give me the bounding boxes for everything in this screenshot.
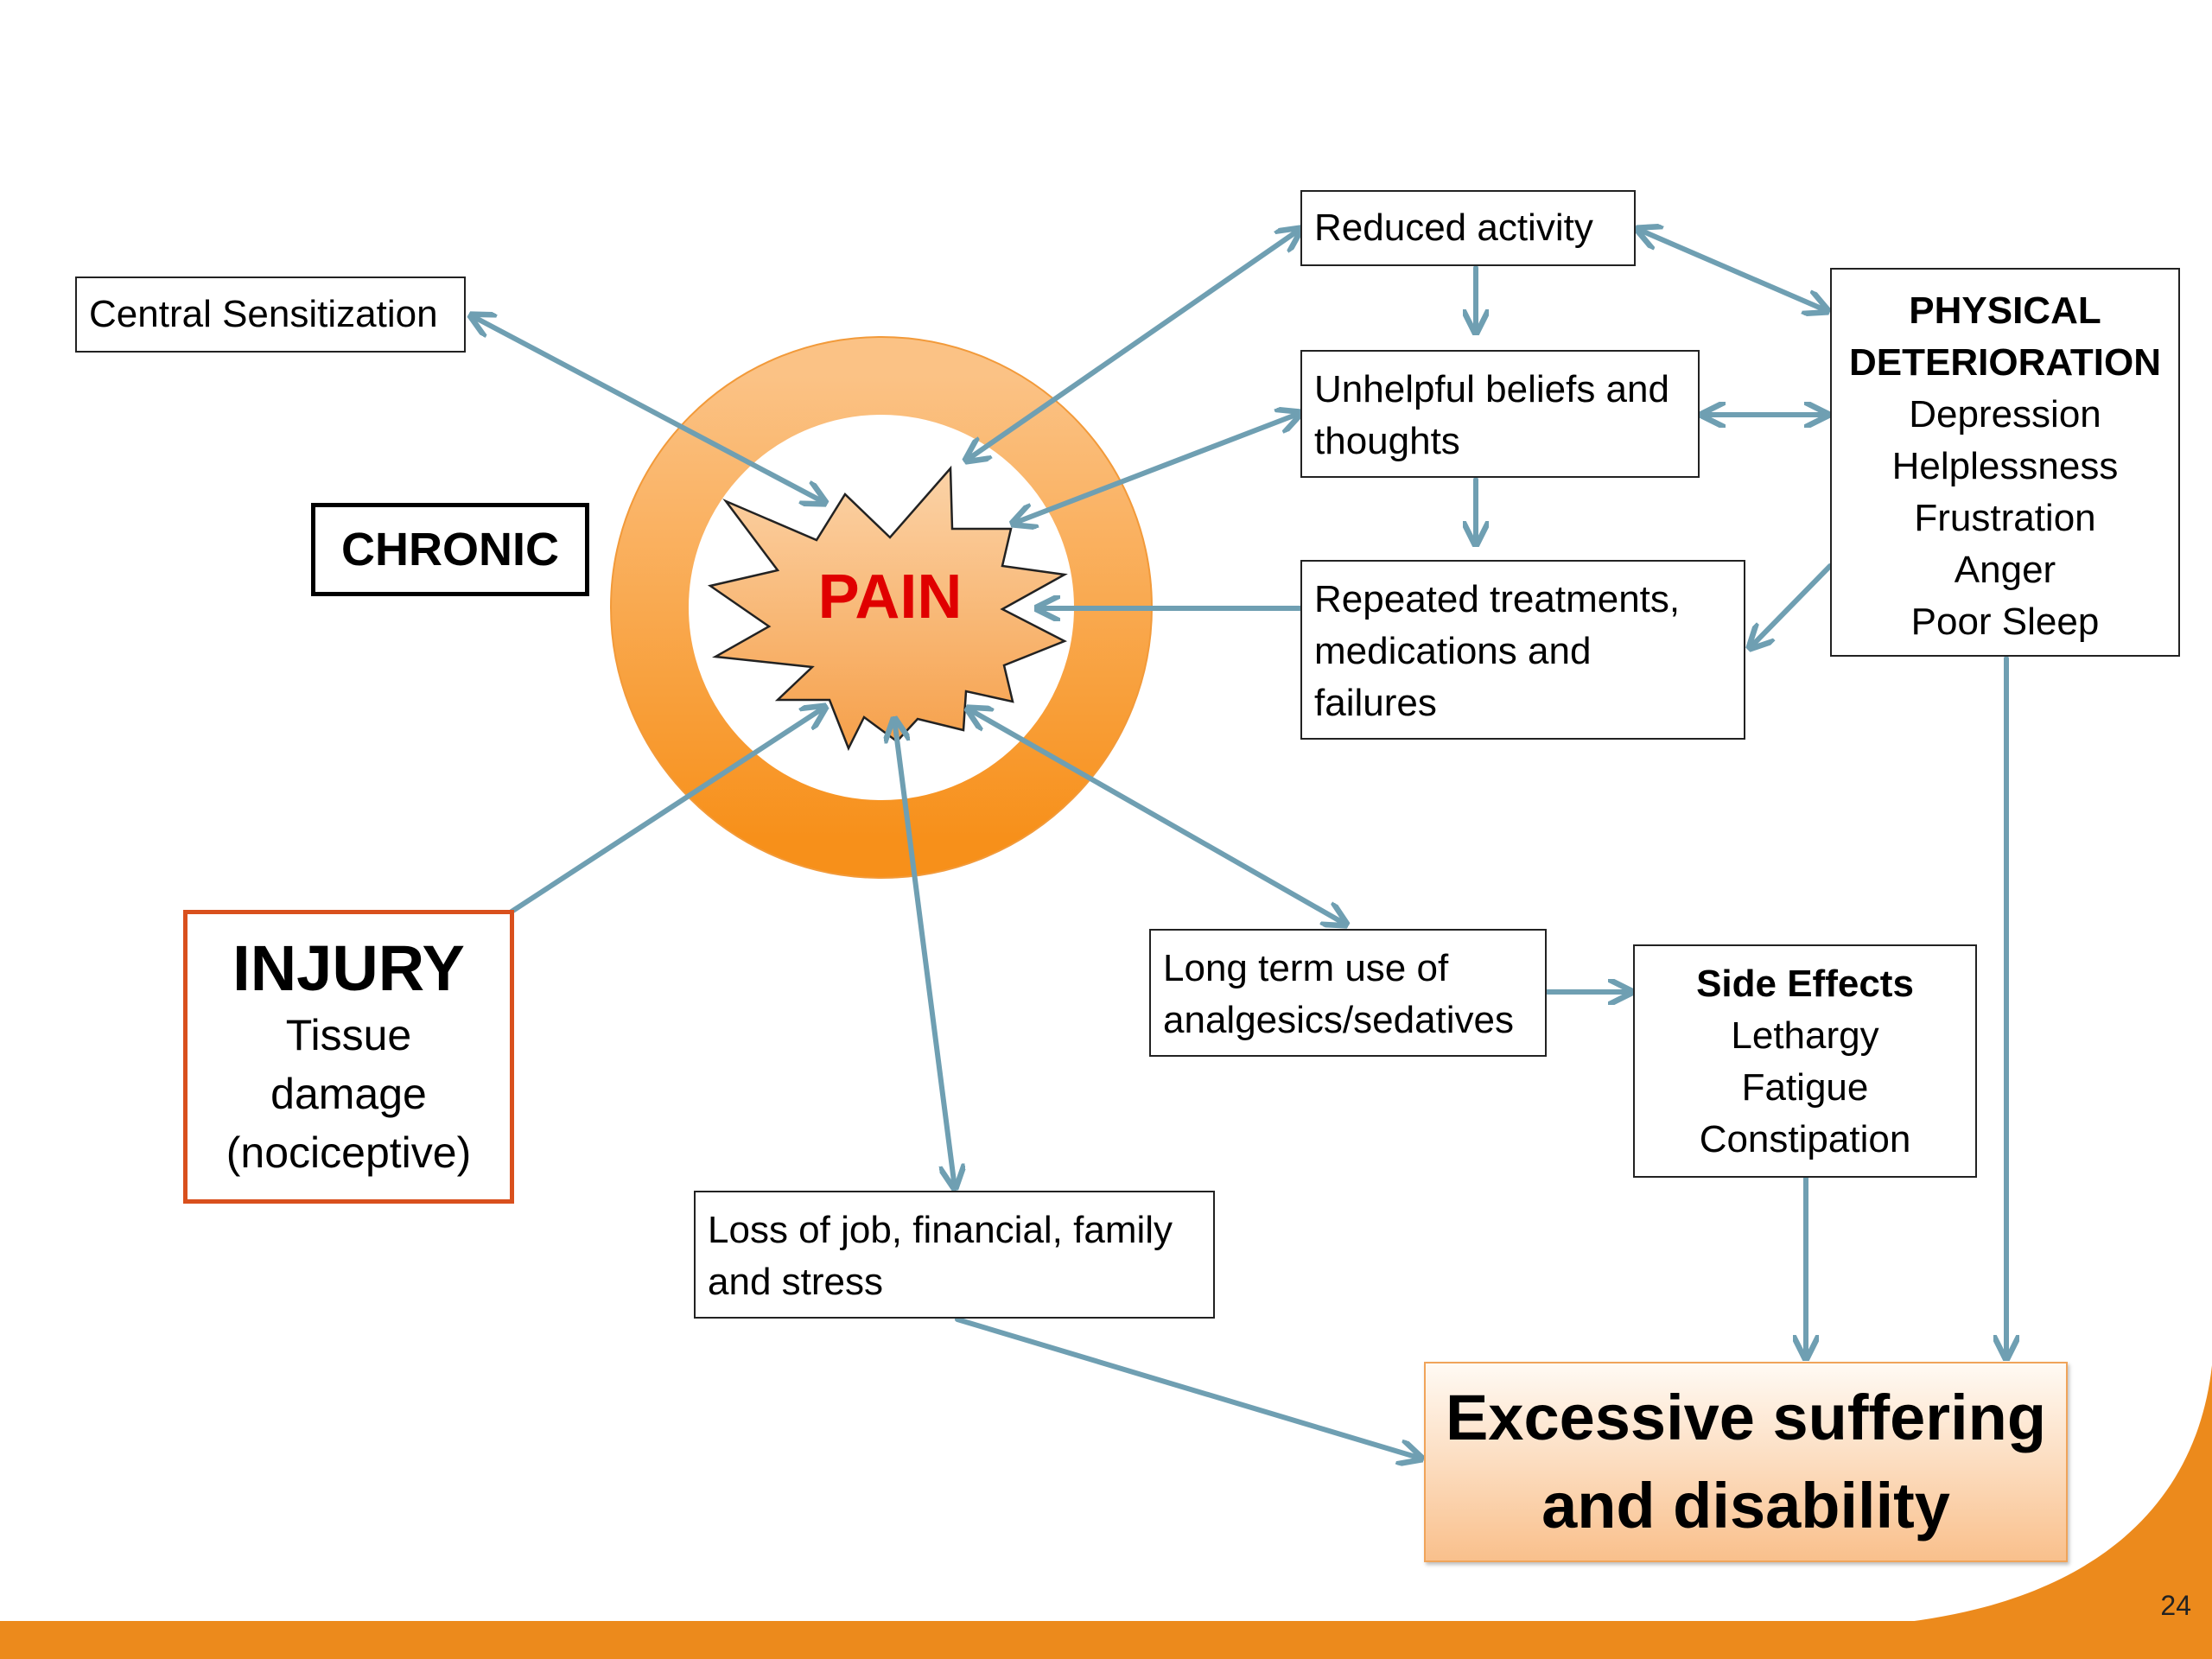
injury-line: Tissue <box>285 1011 412 1059</box>
physical-deterioration-title: PHYSICAL <box>1909 289 2101 332</box>
repeated-treatments-line: Repeated treatments, <box>1314 578 1681 620</box>
loss-of-job-box: Loss of job, financial, family and stres… <box>694 1191 1215 1319</box>
unhelpful-beliefs-box: Unhelpful beliefs and thoughts <box>1300 350 1700 478</box>
arrow-reduced-activity <box>966 229 1300 461</box>
arrow-reduced-physical <box>1637 229 1827 311</box>
chronic-label: CHRONIC <box>311 503 589 596</box>
unhelpful-beliefs-line: thoughts <box>1314 420 1460 462</box>
physical-deterioration-title: DETERIORATION <box>1849 341 2161 384</box>
physical-deterioration-item: Helplessness <box>1891 445 2119 487</box>
arrow-loss-of-job <box>894 719 955 1188</box>
pain-label: PAIN <box>817 563 963 632</box>
outcome-line: Excessive suffering <box>1445 1382 2047 1453</box>
page-number: 24 <box>2160 1590 2191 1621</box>
injury-box: INJURY Tissue damage (nociceptive) <box>183 910 514 1204</box>
repeated-treatments-line: failures <box>1314 682 1437 724</box>
outcome-line: and disability <box>1541 1470 1950 1541</box>
corner-swoosh <box>1884 1365 2212 1624</box>
side-effects-box: Side Effects Lethargy Fatigue Constipati… <box>1633 944 1977 1178</box>
pain-starburst <box>707 465 1068 752</box>
side-effects-item: Constipation <box>1699 1118 1911 1160</box>
side-effects-item: Fatigue <box>1741 1066 1869 1109</box>
injury-title: INJURY <box>232 932 465 1004</box>
loss-of-job-line: and stress <box>708 1261 883 1303</box>
physical-deterioration-item: Anger <box>1954 549 2056 591</box>
repeated-treatments-line: medications and <box>1314 630 1592 672</box>
arrow-long-term-use <box>968 709 1346 925</box>
footer-bar <box>0 1621 2212 1659</box>
reduced-activity-text: Reduced activity <box>1314 207 1593 249</box>
reduced-activity-box: Reduced activity <box>1300 190 1636 266</box>
central-sensitization-text: Central Sensitization <box>89 293 438 335</box>
long-term-use-line: analgesics/sedatives <box>1163 999 1515 1041</box>
arrow-physical-to-treatments <box>1750 563 1833 648</box>
physical-deterioration-item: Frustration <box>1914 497 2096 539</box>
arrows <box>471 229 2006 1459</box>
unhelpful-beliefs-line: Unhelpful beliefs and <box>1314 368 1669 410</box>
long-term-use-box: Long term use of analgesics/sedatives <box>1149 929 1547 1057</box>
loss-of-job-line: Loss of job, financial, family <box>708 1209 1173 1251</box>
long-term-use-line: Long term use of <box>1163 947 1449 989</box>
physical-deterioration-item: Poor Sleep <box>1910 601 2100 643</box>
arrow-injury <box>509 707 825 914</box>
central-sensitization-box: Central Sensitization <box>75 276 466 353</box>
chronic-text: CHRONIC <box>341 524 559 575</box>
arrow-loss-to-outcome <box>955 1317 1421 1459</box>
injury-line: (nociceptive) <box>226 1128 472 1177</box>
physical-deterioration-item: Depression <box>1909 393 2101 435</box>
arrow-central-sensitization <box>471 315 825 503</box>
physical-deterioration-box: PHYSICAL DETERIORATION Depression Helple… <box>1830 268 2180 657</box>
outcome-box: Excessive suffering and disability <box>1424 1362 2068 1562</box>
side-effects-title: Side Effects <box>1696 963 1914 1005</box>
arrow-beliefs-pain <box>1013 413 1300 524</box>
repeated-treatments-box: Repeated treatments, medications and fai… <box>1300 560 1745 740</box>
injury-line: damage <box>270 1070 427 1118</box>
side-effects-item: Lethargy <box>1731 1014 1879 1057</box>
